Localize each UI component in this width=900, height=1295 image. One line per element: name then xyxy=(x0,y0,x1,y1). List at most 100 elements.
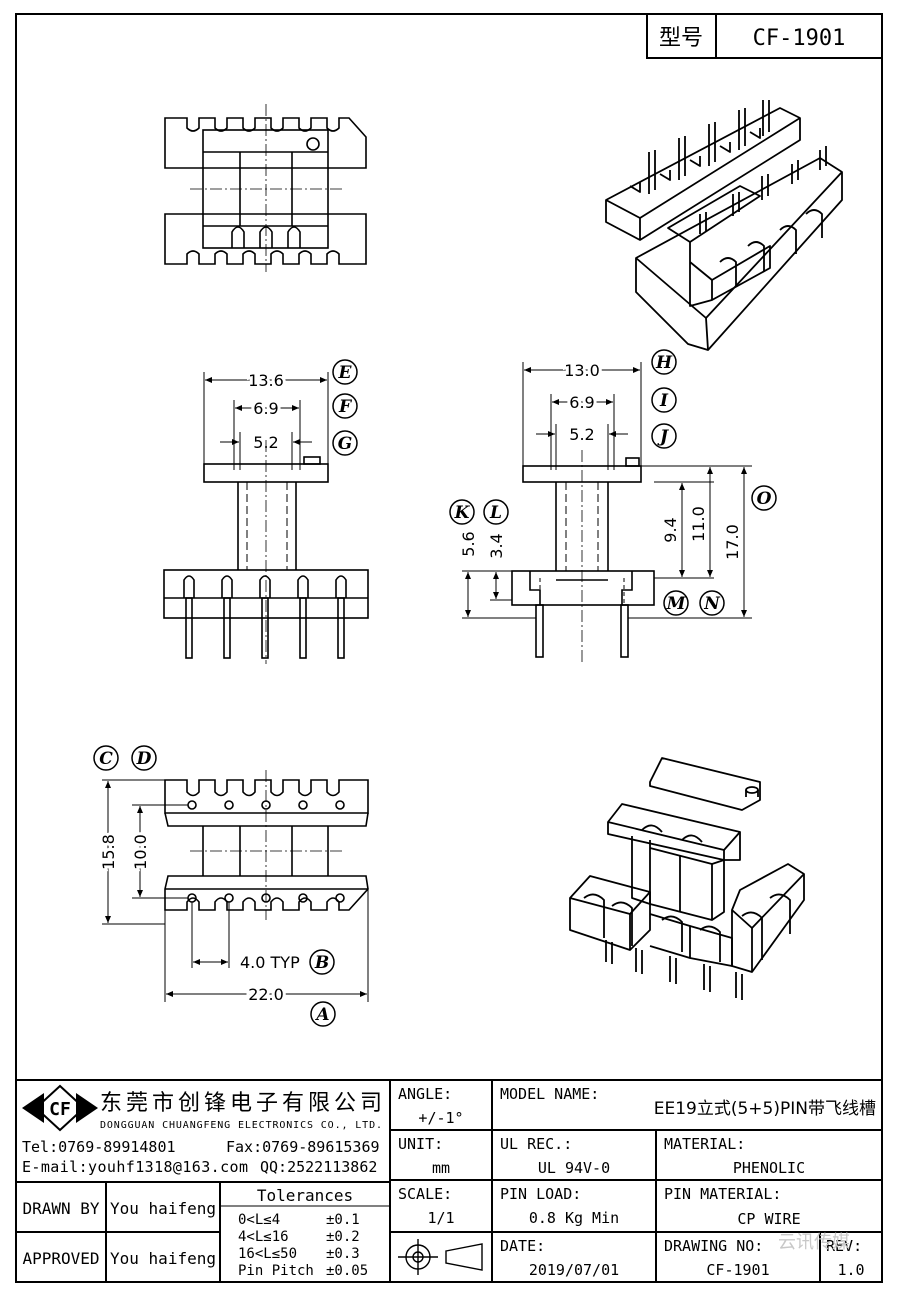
angle-value: +/-1° xyxy=(418,1109,463,1127)
model-name-value: EE19立式(5+5)PIN带飞线槽 xyxy=(654,1099,876,1119)
tol-range-3: Pin Pitch xyxy=(238,1263,314,1279)
date-label: DATE: xyxy=(500,1237,545,1255)
dim-17-0-side: 17.0 xyxy=(723,524,742,560)
unit-value: mm xyxy=(432,1159,450,1177)
pin-material-label: PIN MATERIAL: xyxy=(664,1185,781,1203)
callout-j xyxy=(651,423,677,449)
dim-10-0-bottom: 10.0 xyxy=(131,834,150,870)
projection-symbol-icon xyxy=(398,1239,483,1275)
approved-value: You haifeng xyxy=(110,1249,216,1268)
bottom-view xyxy=(164,770,369,920)
company-name-cn: 东莞市创锋电子有限公司 xyxy=(100,1091,382,1116)
callout-k xyxy=(449,499,475,525)
callout-d-label: D xyxy=(136,749,152,769)
callout-l-label: L xyxy=(489,503,502,523)
callout-d xyxy=(131,745,157,771)
dim-5-2-front: 5.2 xyxy=(253,433,278,452)
callout-g-label: G xyxy=(338,434,353,454)
tol-range-2: 16<L≤50 xyxy=(238,1246,297,1262)
scale-value: 1/1 xyxy=(427,1209,454,1227)
callout-h xyxy=(651,349,677,375)
callout-g xyxy=(332,430,358,456)
dim-13-0-side: 13.0 xyxy=(564,361,600,380)
tol-value-2: ±0.3 xyxy=(326,1246,360,1262)
unit-label: UNIT: xyxy=(398,1135,443,1153)
dim-5-6-side: 5.6 xyxy=(459,531,478,556)
callout-h-label: H xyxy=(655,353,673,373)
ul-rec-label: UL REC.: xyxy=(500,1135,572,1153)
company-fax: Fax:0769-89615369 xyxy=(226,1138,380,1156)
rev-label: REV: xyxy=(826,1237,862,1255)
approved-label: APPROVED xyxy=(22,1249,99,1268)
dim-9-4-side: 9.4 xyxy=(661,517,680,542)
callout-b-label: B xyxy=(314,953,329,973)
drawing-no-label: DRAWING NO: xyxy=(664,1237,763,1255)
material-value: PHENOLIC xyxy=(733,1159,805,1177)
callout-a-label: A xyxy=(314,1005,329,1025)
dim-13-6-front: 13.6 xyxy=(248,371,284,390)
rev-value: 1.0 xyxy=(837,1261,864,1279)
logo-text: CF xyxy=(49,1099,71,1120)
front-view-dimensions xyxy=(203,372,329,470)
callout-m-label: M xyxy=(666,594,687,614)
callout-e-label: E xyxy=(338,363,353,383)
callout-k-label: K xyxy=(454,503,471,523)
drawn-by-value: You haifeng xyxy=(110,1199,216,1218)
tol-range-0: 0<L≤4 xyxy=(238,1212,280,1228)
side-view-dimensions xyxy=(462,362,752,619)
tol-value-1: ±0.2 xyxy=(326,1229,360,1245)
callout-b xyxy=(309,949,335,975)
company-tel: Tel:0769-89914801 xyxy=(22,1138,176,1156)
callout-m xyxy=(663,590,689,616)
callout-e xyxy=(332,359,358,385)
callout-a xyxy=(310,1001,336,1027)
model-value: CF-1901 xyxy=(753,26,846,51)
bottom-view-dimensions xyxy=(102,779,369,1002)
dim-11-0-side: 11.0 xyxy=(689,506,708,542)
dim-6-9-front: 6.9 xyxy=(253,399,278,418)
dim-5-2-side: 5.2 xyxy=(569,425,594,444)
company-qq: QQ:2522113862 xyxy=(260,1158,377,1176)
callout-f-label: F xyxy=(338,397,353,417)
sheet-border xyxy=(15,13,883,1283)
model-name-label: MODEL NAME: xyxy=(500,1085,599,1103)
top-view xyxy=(164,104,367,272)
pin-material-value: CP WIRE xyxy=(737,1210,800,1228)
model-label: 型号 xyxy=(659,26,703,51)
dim-3-4-side: 3.4 xyxy=(487,533,506,558)
company-logo: CF xyxy=(22,1084,98,1132)
pin-load-value: 0.8 Kg Min xyxy=(529,1209,619,1227)
drawn-by-label: DRAWN BY xyxy=(22,1199,99,1218)
company-email: E-mail:youhf1318@163.com xyxy=(22,1158,248,1176)
callout-letters: E F G H I J K L O M N C D B A xyxy=(99,353,771,1025)
company-name-en: DONGGUAN CHUANGFENG ELECTRONICS CO., LTD… xyxy=(100,1120,382,1131)
callout-i xyxy=(651,387,677,413)
tol-value-0: ±0.1 xyxy=(326,1212,360,1228)
ul-rec-value: UL 94V-0 xyxy=(538,1159,610,1177)
callout-c-label: C xyxy=(99,749,113,769)
angle-label: ANGLE: xyxy=(398,1085,452,1103)
callout-l xyxy=(483,499,509,525)
callout-f xyxy=(332,393,358,419)
iso-view-bottom xyxy=(569,757,805,1000)
date-value: 2019/07/01 xyxy=(529,1261,619,1279)
tolerances-title: Tolerances xyxy=(257,1186,353,1205)
callout-c xyxy=(93,745,119,771)
scale-label: SCALE: xyxy=(398,1185,452,1203)
watermark-text: 云讯传媒 xyxy=(778,1232,850,1253)
callout-j-label: J xyxy=(657,427,669,447)
drawing-no-value: CF-1901 xyxy=(706,1261,769,1279)
material-label: MATERIAL: xyxy=(664,1135,745,1153)
iso-view-top xyxy=(605,100,843,351)
dim-pitch-bottom: 4.0 TYP xyxy=(240,953,300,972)
pin-load-label: PIN LOAD: xyxy=(500,1185,581,1203)
callout-o xyxy=(751,485,777,511)
tol-range-1: 4<L≤16 xyxy=(238,1229,289,1245)
callout-n xyxy=(699,590,725,616)
tol-value-3: ±0.05 xyxy=(326,1263,368,1279)
callout-o-label: O xyxy=(757,489,772,509)
title-block-grid xyxy=(16,1079,882,1282)
callouts xyxy=(93,349,777,1027)
callout-i-label: I xyxy=(659,391,669,411)
